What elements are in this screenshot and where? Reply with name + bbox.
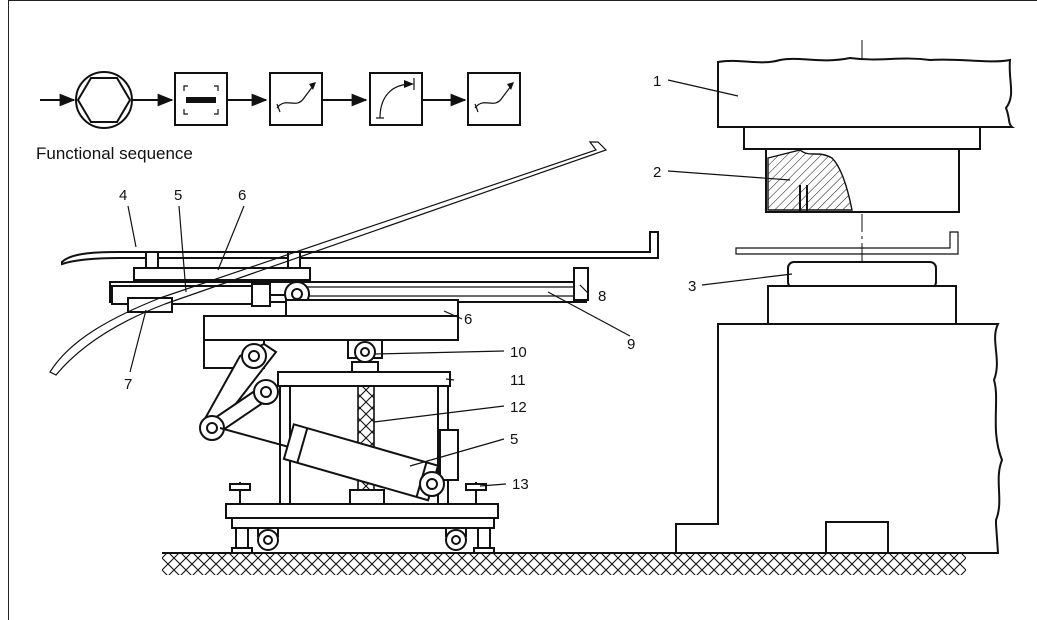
label-5-top: 5 [174,187,182,204]
label-6-top: 6 [238,187,246,204]
label-6-bottom: 6 [464,311,472,328]
label-10: 10 [510,344,527,361]
callout-labels: 1 2 3 4 5 6 6 7 8 9 10 11 12 5 13 [119,73,696,493]
arc-stop-icon [369,72,423,126]
ground [162,552,966,575]
label-13: 13 [512,476,529,493]
leveling-screw [229,482,495,554]
press [675,40,1015,555]
label-2: 2 [653,164,661,181]
functional-sequence-caption: Functional sequence [36,144,193,163]
label-3: 3 [688,278,696,295]
label-5-bottom: 5 [510,431,518,448]
drawing-frame [8,0,1037,620]
label-12: 12 [510,399,527,416]
curved-arrow-icon [269,72,323,126]
hexagon-circle-icon [75,71,133,129]
label-8: 8 [598,288,606,305]
label-4: 4 [119,187,127,204]
label-7: 7 [124,376,132,393]
clamp-bar-icon [174,72,228,126]
curved-arrow-icon [467,72,521,126]
castor-wheel [257,527,467,551]
label-1: 1 [653,73,661,90]
label-9: 9 [627,336,635,353]
label-11: 11 [510,372,526,389]
functional-sequence [40,71,521,129]
feeder-device [49,141,659,554]
leader-lines [127,79,793,487]
